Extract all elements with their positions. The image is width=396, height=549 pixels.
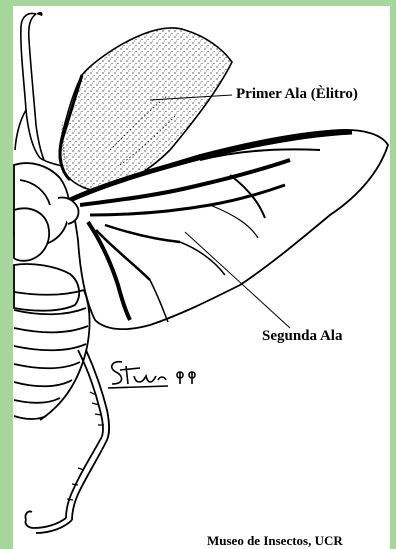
artist-signature — [108, 362, 195, 388]
horn-tip — [36, 12, 43, 16]
frame-left — [0, 0, 13, 549]
frame-top — [0, 0, 396, 6]
second-wing-label: Segunda Ala — [262, 328, 342, 345]
beetle-thorax — [14, 163, 79, 311]
frame-right — [390, 0, 396, 549]
leg-spines — [67, 392, 104, 500]
first-wing-label: Primer Ala (Èlitro) — [236, 86, 358, 103]
museum-credit: Museo de Insectos, UCR — [207, 533, 343, 549]
beetle-leg — [25, 350, 109, 533]
beetle-horn — [15, 14, 62, 167]
